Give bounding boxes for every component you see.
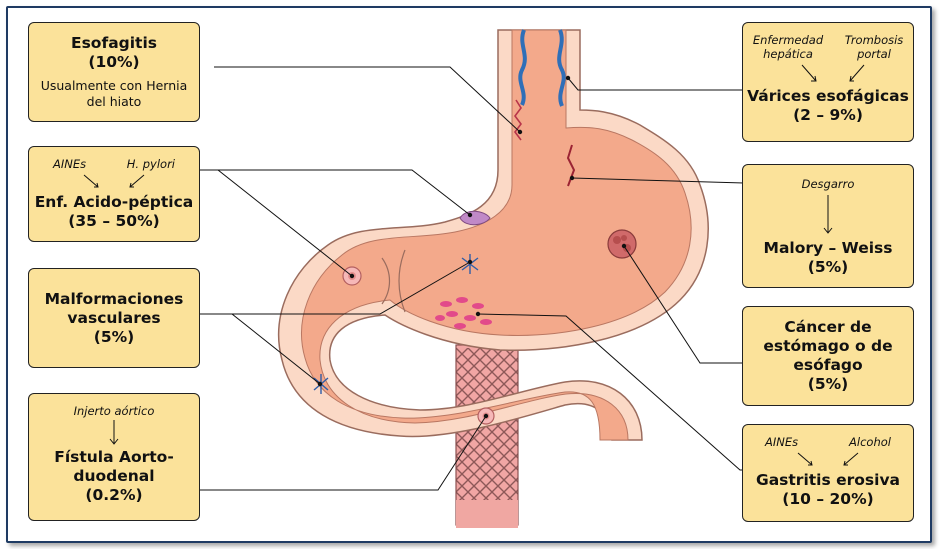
malformaciones-title: Malformaciones vasculares [44,289,184,327]
varices-title: Várices esofágicas [747,87,909,105]
peptica-cause-hpylori: H. pylori [126,157,175,171]
mallory-arrow [823,195,833,234]
connector-lines [196,66,745,491]
esofagitis-title: Esofagitis [70,34,158,52]
peptica-causes: AINEs H. pylori [29,157,199,171]
mallory-percent: (5%) [807,258,849,276]
gastritis-box: AINEs Alcohol Gastritis erosiva (10 – 20… [742,424,914,522]
fistula-box: Injerto aórtico Fístula Aorto-duodenal (… [28,393,200,521]
mallory-cause: Desgarro [801,177,855,191]
peptica-cause-aines: AINEs [53,157,87,171]
peptica-percent: (35 – 50%) [68,212,160,230]
stomach [277,29,709,441]
varices-cause-trombosis: Trombosis portal [844,33,904,61]
varices-causes: Enfermedad hepática Trombosis portal [743,33,913,61]
gastritis-cause-aines: AINEs [765,435,799,449]
esofagitis-box: Esofagitis (10%) Usualmente con Hernia d… [28,22,200,122]
erosive-gastritis-spots [435,297,492,329]
gastritis-percent: (10 – 20%) [782,490,874,508]
peptica-title: Enf. Acido-péptica [34,193,194,211]
fistula-percent: (0.2%) [85,486,143,504]
malformaciones-percent: (5%) [93,327,135,346]
gastritis-arrows [797,452,859,466]
esofagitis-note: Usualmente con Hernia del hiato [40,78,188,109]
gastritis-causes: AINEs Alcohol [743,435,913,449]
varices-cause-hepatica: Enfermedad hepática [752,33,824,61]
gastric-tumor [607,229,637,259]
peptic-ulcer-cardia [459,210,491,226]
gastritis-cause-alcohol: Alcohol [849,435,891,449]
varices-box: Enfermedad hepática Trombosis portal Vár… [742,22,914,142]
varices-arrows [801,64,865,82]
connector-dots [317,75,627,419]
fistula-title: Fístula Aorto-duodenal [54,448,174,485]
fistula-cause: Injerto aórtico [73,404,155,418]
peptica-box: AINEs H. pylori Enf. Acido-péptica (35 –… [28,146,200,242]
peptica-arrows [83,174,145,188]
cancer-percent: (5%) [807,375,849,393]
fistula-arrow [109,420,119,445]
aorta-graft [455,344,519,528]
esofagitis-percent: (10%) [88,53,140,71]
cancer-box: Cáncer de estómago o de esófago (5%) [742,306,914,406]
malformaciones-box: Malformaciones vasculares (5%) [28,268,200,368]
mallory-title: Malory – Weiss [763,239,893,257]
gastritis-title: Gastritis erosiva [755,471,901,489]
varices-percent: (2 – 9%) [793,106,863,124]
esophagitis-lesion [514,99,522,141]
esophageal-varices [518,29,566,107]
mallory-box: Desgarro Malory – Weiss (5%) [742,164,914,288]
cancer-title: Cáncer de estómago o de esófago [763,318,893,374]
